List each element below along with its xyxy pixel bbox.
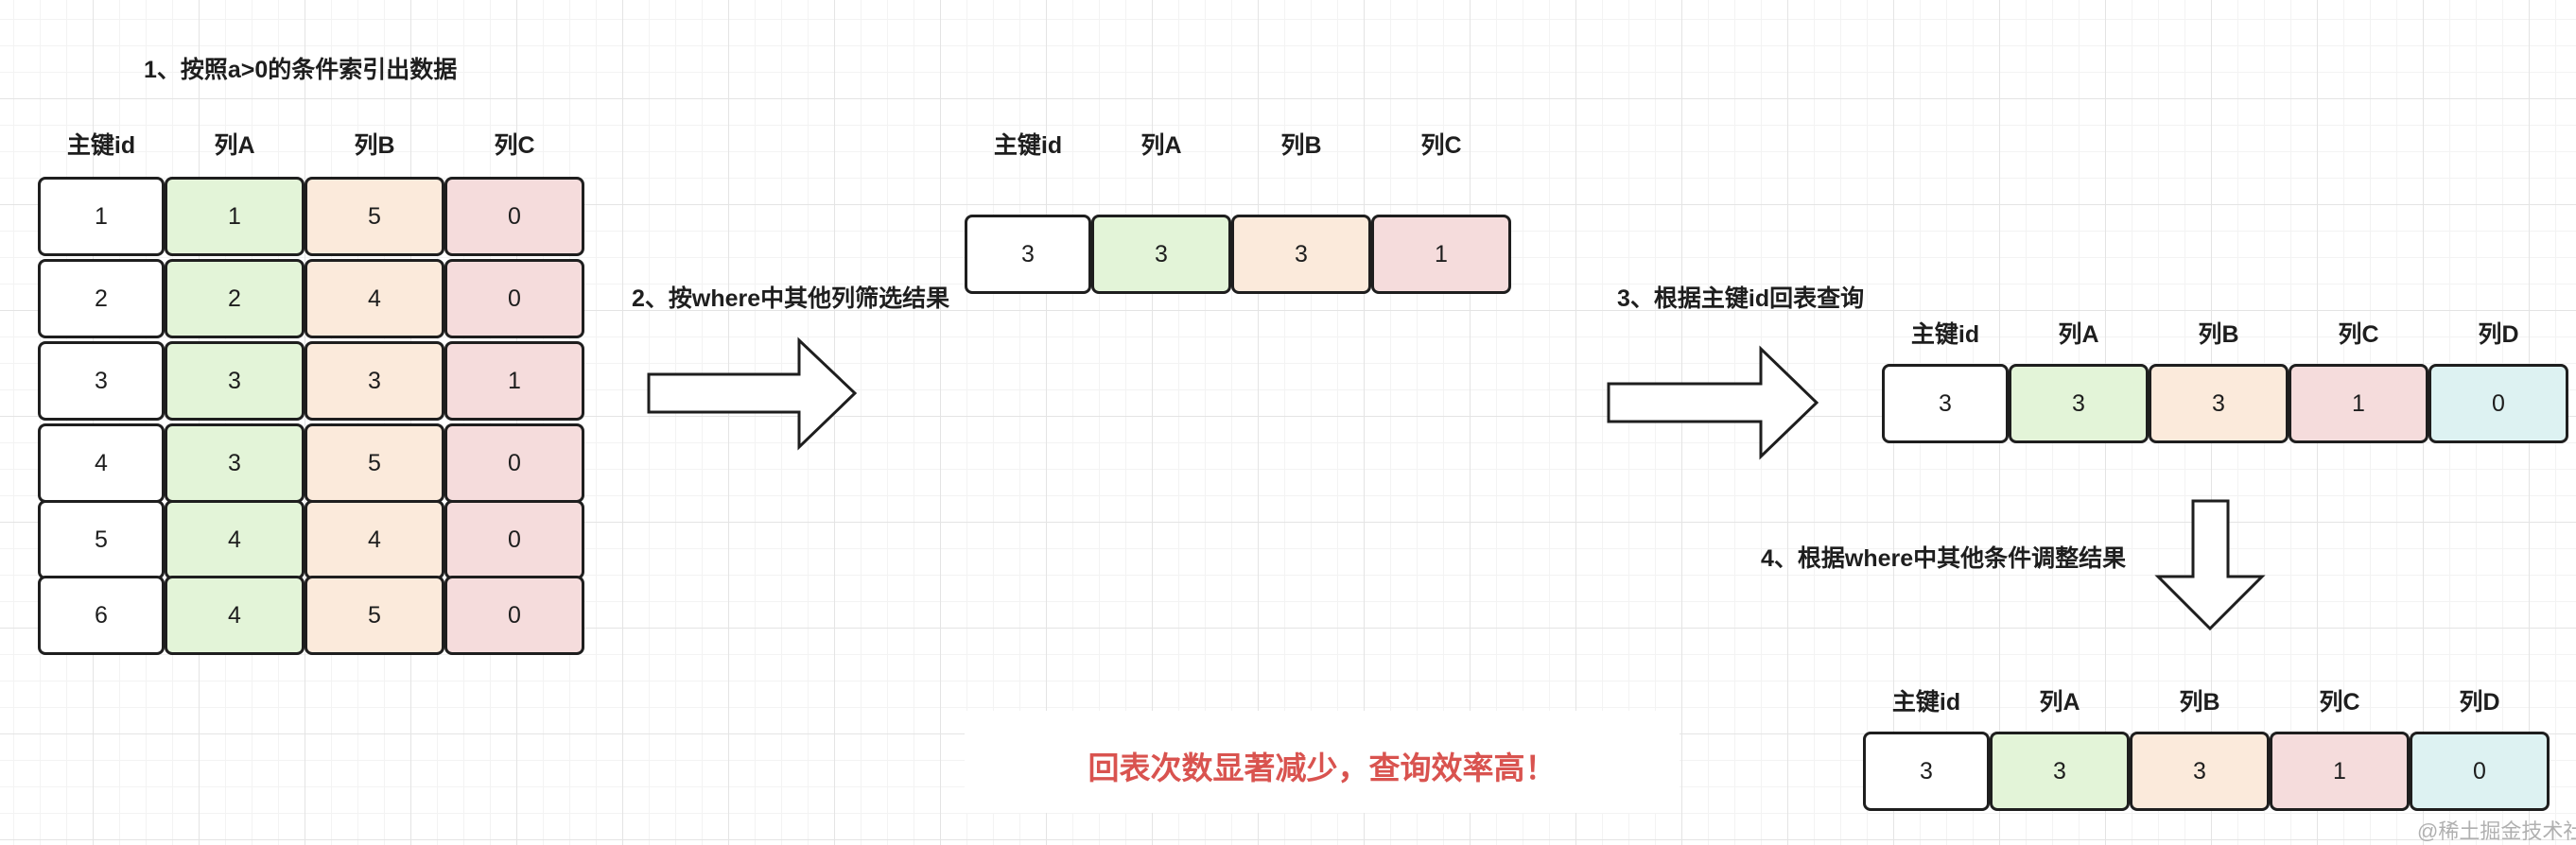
table2-b: 3 (1231, 215, 1371, 294)
table2-a: 3 (1091, 215, 1231, 294)
header-col-b: 列B (1280, 132, 1322, 159)
header-col-c: 列C (1420, 132, 1462, 159)
table1-row3-a: 3 (165, 341, 305, 421)
table1-row1-a: 1 (165, 177, 305, 256)
table1-row4-id: 4 (38, 423, 165, 503)
table1-row6-a: 4 (165, 576, 305, 655)
step-2-label: 2、按where中其他列筛选结果 (632, 285, 950, 312)
table1-row1-c: 0 (444, 177, 584, 256)
header-primary-key: 主键id (1891, 689, 1961, 716)
table4-c: 1 (2270, 732, 2410, 811)
header-col-c: 列C (2319, 689, 2360, 716)
table1-row6-id: 6 (38, 576, 165, 655)
table1-row5-id: 5 (38, 500, 165, 579)
header-col-b: 列B (2179, 689, 2220, 716)
table1-row2-b: 4 (305, 259, 444, 338)
table1-row5-c: 0 (444, 500, 584, 579)
table4-id: 3 (1863, 732, 1990, 811)
table1-row1-id: 1 (38, 177, 165, 256)
header-col-a: 列A (214, 132, 255, 159)
table1-row2-c: 0 (444, 259, 584, 338)
table2-id: 3 (965, 215, 1091, 294)
table1-row4-c: 0 (444, 423, 584, 503)
table3-b: 3 (2149, 364, 2289, 443)
table3-id: 3 (1882, 364, 2009, 443)
table2-c: 1 (1371, 215, 1511, 294)
header-col-a: 列A (2058, 321, 2099, 348)
header-primary-key: 主键id (66, 132, 136, 159)
header-primary-key: 主键id (1910, 321, 1980, 348)
header-col-a: 列A (2039, 689, 2080, 716)
header-col-c: 列C (494, 132, 535, 159)
table1-row4-b: 5 (305, 423, 444, 503)
table4-d: 0 (2410, 732, 2550, 811)
table1-row3-id: 3 (38, 341, 165, 421)
table3-a: 3 (2009, 364, 2149, 443)
table1-row3-b: 3 (305, 341, 444, 421)
table3-c: 1 (2289, 364, 2428, 443)
header-col-d: 列D (2459, 689, 2500, 716)
table4-a: 3 (1990, 732, 2130, 811)
table1-row4-a: 3 (165, 423, 305, 503)
table1-row5-b: 4 (305, 500, 444, 579)
conclusion-note: 回表次数显著减少，查询效率高！ (1088, 750, 1557, 785)
step-4-label: 4、根据where中其他条件调整结果 (1761, 545, 2127, 572)
table1-row2-a: 2 (165, 259, 305, 338)
step-1-label: 1、按照a>0的条件索引出数据 (144, 57, 458, 83)
header-col-b: 列B (2198, 321, 2239, 348)
table1-row6-b: 5 (305, 576, 444, 655)
note-background (965, 711, 1680, 813)
header-col-a: 列A (1140, 132, 1182, 159)
table1-row2-id: 2 (38, 259, 165, 338)
step-3-label: 3、根据主键id回表查询 (1617, 285, 1865, 312)
watermark: @稀土掘金技术社区 (2417, 819, 2576, 843)
table1-row1-b: 5 (305, 177, 444, 256)
header-col-c: 列C (2338, 321, 2379, 348)
table3-d: 0 (2428, 364, 2568, 443)
table1-row6-c: 0 (444, 576, 584, 655)
header-col-d: 列D (2478, 321, 2519, 348)
table1-row5-a: 4 (165, 500, 305, 579)
header-primary-key: 主键id (993, 132, 1063, 159)
table1-row3-c: 1 (444, 341, 584, 421)
header-col-b: 列B (354, 132, 395, 159)
table4-b: 3 (2130, 732, 2270, 811)
